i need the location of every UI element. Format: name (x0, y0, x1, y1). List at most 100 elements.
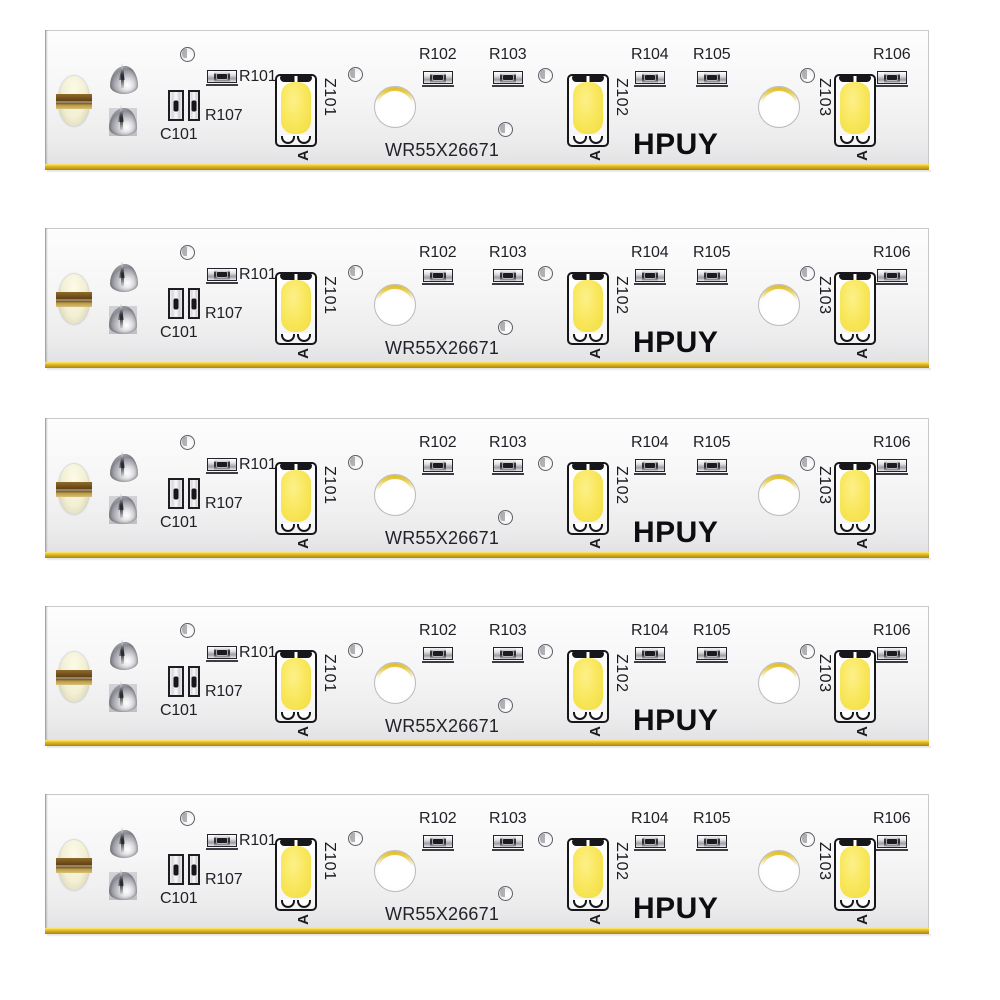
label-r102: R102 (419, 622, 457, 639)
label-z101: Z101 (321, 466, 338, 505)
led-z103 (834, 74, 876, 147)
solder-pad-icon-top (110, 450, 138, 482)
label-r107: R107 (205, 683, 243, 700)
led-z102 (567, 462, 609, 535)
polarity-mark-z101: A (294, 348, 312, 359)
polarity-mark-z103: A (853, 726, 871, 737)
pcb-gold-edge (45, 362, 929, 368)
led-z102 (567, 838, 609, 911)
label-z102: Z102 (613, 654, 630, 693)
component-r101 (206, 834, 238, 850)
label-z102: Z102 (613, 842, 630, 881)
polarity-mark-z103: A (853, 150, 871, 161)
component-r107 (188, 854, 200, 885)
label-r107: R107 (205, 305, 243, 322)
label-z102: Z102 (613, 466, 630, 505)
pcb-drop-shadow (47, 368, 931, 371)
via-hole (538, 68, 553, 83)
component-r106 (876, 835, 908, 851)
component-r106 (876, 269, 908, 285)
part-number-silkscreen: WR55X26671 (385, 338, 500, 358)
component-r107 (188, 288, 200, 319)
label-z101: Z101 (321, 654, 338, 693)
pcb-drop-shadow (47, 746, 931, 749)
label-r104: R104 (631, 244, 669, 261)
mounting-hole (374, 850, 416, 892)
label-z103: Z103 (816, 276, 833, 315)
label-r106: R106 (873, 46, 911, 63)
label-r104: R104 (631, 46, 669, 63)
polarity-mark-z101: A (294, 538, 312, 549)
label-r106: R106 (873, 244, 911, 261)
component-r101 (206, 70, 238, 86)
mounting-slot (56, 840, 92, 890)
label-r103: R103 (489, 810, 527, 827)
led-z103 (834, 272, 876, 345)
via-hole (498, 886, 513, 901)
component-r102 (422, 647, 454, 663)
via-hole (348, 67, 363, 82)
part-number-silkscreen: WR55X26671 (385, 904, 500, 924)
component-c101 (168, 478, 184, 509)
part-number-silkscreen: WR55X26671 (385, 716, 500, 736)
label-z102: Z102 (613, 276, 630, 315)
component-r105 (696, 647, 728, 663)
polarity-mark-z102: A (586, 726, 604, 737)
via-hole (180, 47, 195, 62)
component-r103 (492, 647, 524, 663)
brand-silkscreen: HPUY (633, 326, 719, 359)
label-r101: R101 (239, 68, 277, 85)
led-z103 (834, 650, 876, 723)
component-r106 (876, 459, 908, 475)
led-light-bar-pcb: C101 R107 R101 Z101 A R102 R103 Z102 A R… (45, 606, 931, 749)
via-hole (498, 698, 513, 713)
label-r104: R104 (631, 434, 669, 451)
label-z103: Z103 (816, 466, 833, 505)
label-r101: R101 (239, 456, 277, 473)
component-r106 (876, 71, 908, 87)
led-z103 (834, 462, 876, 535)
polarity-mark-z101: A (294, 726, 312, 737)
label-r107: R107 (205, 495, 243, 512)
component-c101 (168, 90, 184, 121)
polarity-mark-z102: A (586, 538, 604, 549)
pcb-gold-edge (45, 740, 929, 746)
via-hole (800, 832, 815, 847)
component-r102 (422, 269, 454, 285)
mounting-hole (374, 284, 416, 326)
component-r105 (696, 459, 728, 475)
led-z102 (567, 272, 609, 345)
pcb-left-shadow (45, 606, 48, 741)
part-number-silkscreen: WR55X26671 (385, 140, 500, 160)
pcb-drop-shadow (47, 170, 931, 173)
label-z103: Z103 (816, 842, 833, 881)
label-c101: C101 (160, 890, 198, 907)
pcb-left-shadow (45, 30, 48, 165)
label-z101: Z101 (321, 78, 338, 117)
component-r104 (634, 71, 666, 87)
polarity-mark-z101: A (294, 914, 312, 925)
component-c101 (168, 854, 184, 885)
component-r107 (188, 478, 200, 509)
component-c101 (168, 666, 184, 697)
component-r107 (188, 666, 200, 697)
polarity-mark-z103: A (853, 538, 871, 549)
label-r106: R106 (873, 434, 911, 451)
pcb-left-shadow (45, 228, 48, 363)
label-r102: R102 (419, 810, 457, 827)
pcb-drop-shadow (47, 934, 931, 937)
led-z101 (275, 74, 317, 147)
mounting-slot (56, 274, 92, 324)
label-z101: Z101 (321, 276, 338, 315)
polarity-mark-z102: A (586, 150, 604, 161)
mounting-hole (374, 662, 416, 704)
pcb-gold-edge (45, 164, 929, 170)
label-r103: R103 (489, 622, 527, 639)
solder-pad-icon-top (110, 826, 138, 858)
component-c101 (168, 288, 184, 319)
polarity-mark-z103: A (853, 348, 871, 359)
via-hole (800, 456, 815, 471)
label-r105: R105 (693, 46, 731, 63)
mounting-slot (56, 652, 92, 702)
brand-silkscreen: HPUY (633, 704, 719, 737)
